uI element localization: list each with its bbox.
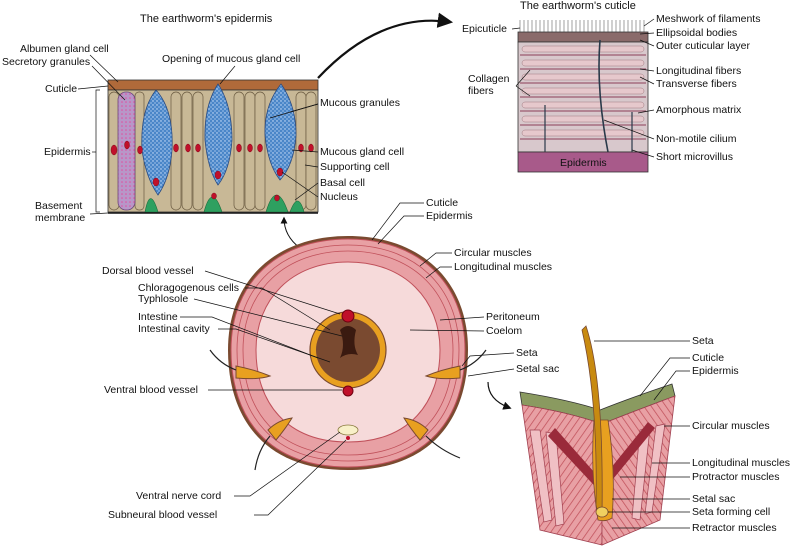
label-longitudinal-fibers: Longitudinal fibers bbox=[656, 65, 741, 77]
albumen-gland-cell bbox=[117, 91, 136, 211]
dorsal-blood-vessel bbox=[341, 309, 355, 323]
label-ventral-blood-vessel: Ventral blood vessel bbox=[104, 384, 198, 396]
label-opening-mucous-gland: Opening of mucous gland cell bbox=[162, 53, 300, 65]
label-amorphous-matrix: Amorphous matrix bbox=[656, 104, 742, 116]
meshwork-filaments bbox=[519, 20, 645, 32]
epidermal-nuclei bbox=[110, 140, 314, 202]
label-cuticle-epi: Cuticle bbox=[45, 83, 77, 95]
label-sp-retractor-muscles: Retractor muscles bbox=[692, 522, 777, 534]
outer-cuticular-layer bbox=[517, 31, 649, 43]
label-subneural-blood-vessel: Subneural blood vessel bbox=[108, 509, 217, 521]
label-mucous-gland-cell: Mucous gland cell bbox=[320, 146, 404, 158]
epidermis-bracket bbox=[95, 89, 100, 213]
label-collagen-1: Collagen bbox=[468, 73, 510, 85]
label-dorsal-blood-vessel: Dorsal blood vessel bbox=[102, 265, 194, 277]
label-sp-protractor-muscles: Protractor muscles bbox=[692, 471, 780, 483]
non-motile-cilium bbox=[598, 39, 609, 153]
label-basement-1: Basement bbox=[35, 200, 82, 212]
label-sp-circular-muscles: Circular muscles bbox=[692, 420, 770, 432]
subneural-blood-vessel bbox=[346, 436, 350, 440]
cross-section-leader-lines bbox=[180, 202, 515, 516]
label-intestinal-cavity: Intestinal cavity bbox=[138, 323, 211, 335]
label-cs-seta: Seta bbox=[516, 347, 538, 359]
label-basal-cell: Basal cell bbox=[320, 177, 365, 189]
label-sp-epidermis: Epidermis bbox=[692, 365, 739, 377]
mucous-gland-cells bbox=[141, 83, 297, 196]
epidermis-panel-title: The earthworm's epidermis bbox=[140, 13, 273, 25]
epidermis-panel: The earthworm's epidermis bbox=[2, 13, 404, 224]
arrow-to-seta-panel bbox=[487, 381, 512, 410]
seta-forming-cell bbox=[595, 506, 609, 518]
longitudinal-fiber-rows bbox=[520, 54, 646, 140]
epidermis-leader-lines bbox=[77, 54, 319, 215]
label-outer-cuticular: Outer cuticular layer bbox=[656, 40, 750, 52]
label-peritoneum: Peritoneum bbox=[486, 311, 540, 323]
muscle-stripe-rings bbox=[236, 244, 460, 462]
typhlosole bbox=[340, 326, 358, 358]
label-sp-seta: Seta bbox=[692, 335, 714, 347]
label-typhlosole: Typhlosole bbox=[138, 293, 188, 305]
label-nucleus: Nucleus bbox=[320, 191, 358, 203]
arrow-to-epidermis-panel bbox=[280, 216, 301, 249]
cuticle-leader-lines bbox=[511, 18, 655, 158]
setae bbox=[235, 365, 461, 441]
label-ventral-nerve-cord: Ventral nerve cord bbox=[136, 490, 221, 502]
label-sp-cuticle: Cuticle bbox=[692, 352, 724, 364]
label-basement-2: membrane bbox=[35, 212, 85, 224]
label-short-microvillus: Short microvillus bbox=[656, 151, 733, 163]
transverse-fiber-rows bbox=[521, 45, 645, 137]
label-collagen-2: fibers bbox=[468, 85, 494, 97]
cuticle-panel-title: The earthworm's cuticle bbox=[520, 0, 636, 12]
label-cs-cuticle: Cuticle bbox=[426, 197, 458, 209]
label-ellipsoidal: Ellipsoidal bodies bbox=[656, 27, 737, 39]
label-non-motile-cilium: Non-motile cilium bbox=[656, 133, 737, 145]
longitudinal-muscle-bundles bbox=[529, 423, 666, 527]
label-epidermis-epi: Epidermis bbox=[44, 146, 91, 158]
label-secretory-granules: Secretory granules bbox=[2, 56, 90, 68]
label-cuticle-epidermis-band: Epidermis bbox=[560, 157, 607, 169]
epidermis-cuticle-band bbox=[107, 79, 319, 91]
label-sp-setal-sac: Setal sac bbox=[692, 493, 735, 505]
label-sp-seta-forming-cell: Seta forming cell bbox=[692, 506, 770, 518]
label-intestine: Intestine bbox=[138, 311, 178, 323]
cuticle-epidermis-band bbox=[517, 151, 649, 173]
ventral-nerve-cord bbox=[337, 424, 359, 436]
label-meshwork: Meshwork of filaments bbox=[656, 13, 760, 25]
label-cs-circular-muscles: Circular muscles bbox=[454, 247, 532, 259]
seta-panel-leader-lines bbox=[594, 340, 690, 529]
label-cs-setal-sac: Setal sac bbox=[516, 363, 559, 375]
label-cs-longitudinal-muscles: Longitudinal muscles bbox=[454, 261, 552, 273]
cuticle-panel: The earthworm's cuticle bbox=[462, 0, 760, 173]
seta-detail-panel: Seta Cuticle Epidermis Circular muscles … bbox=[519, 325, 790, 546]
label-chloragogenous: Chloragogenous cells bbox=[138, 282, 239, 294]
label-transverse-fibers: Transverse fibers bbox=[656, 78, 737, 90]
cross-section: Cuticle Epidermis Circular muscles Longi… bbox=[102, 197, 559, 521]
label-mucous-granules: Mucous granules bbox=[320, 97, 400, 109]
label-supporting-cell: Supporting cell bbox=[320, 161, 389, 173]
arrow-to-cuticle-panel bbox=[317, 12, 454, 79]
label-epicuticle: Epicuticle bbox=[462, 23, 507, 35]
seta-bristles bbox=[209, 349, 487, 471]
ventral-blood-vessel bbox=[342, 385, 354, 397]
label-sp-longitudinal-muscles: Longitudinal muscles bbox=[692, 457, 790, 469]
label-albumen-gland-cell: Albumen gland cell bbox=[20, 43, 109, 55]
label-coelom: Coelom bbox=[486, 325, 522, 337]
label-cs-epidermis: Epidermis bbox=[426, 210, 473, 222]
